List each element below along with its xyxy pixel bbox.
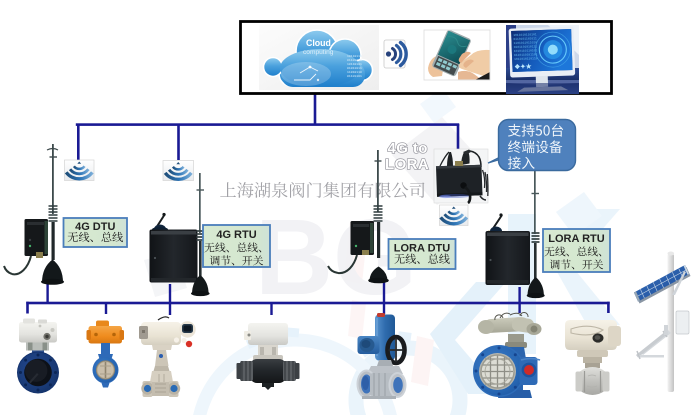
svg-text:LORA RTU: LORA RTU <box>548 233 604 245</box>
svg-text:❖✦★: ❖✦★ <box>514 62 533 71</box>
svg-text:01101011: 01101011 <box>347 58 362 62</box>
svg-text:1010110110101: 1010110110101 <box>514 49 538 53</box>
svg-text:10110110: 10110110 <box>347 54 362 58</box>
svg-text:01101101: 01101101 <box>347 74 362 78</box>
svg-text:4G to: 4G to <box>388 140 428 157</box>
svg-text:4G RTU: 4G RTU <box>216 229 256 241</box>
svg-text:11010110: 11010110 <box>347 70 362 74</box>
svg-text:4G DTU: 4G DTU <box>75 221 115 233</box>
svg-text:1011010110101: 1011010110101 <box>513 33 537 37</box>
svg-text:0110101101011: 0110101101011 <box>513 37 537 41</box>
svg-text:LORA: LORA <box>385 156 429 173</box>
svg-text:LORA DTU: LORA DTU <box>394 243 450 255</box>
svg-text:computing: computing <box>303 49 334 56</box>
svg-text:01011011: 01011011 <box>347 66 362 70</box>
svg-text:0110110101101: 0110110101101 <box>514 53 538 57</box>
svg-text:Cloud: Cloud <box>306 38 331 48</box>
svg-text:1011010110110: 1011010110110 <box>514 57 538 61</box>
svg-text:1101011011010: 1101011011010 <box>514 41 538 45</box>
svg-text:0101101010111: 0101101010111 <box>514 45 538 49</box>
svg-text:10110101: 10110101 <box>347 62 362 66</box>
